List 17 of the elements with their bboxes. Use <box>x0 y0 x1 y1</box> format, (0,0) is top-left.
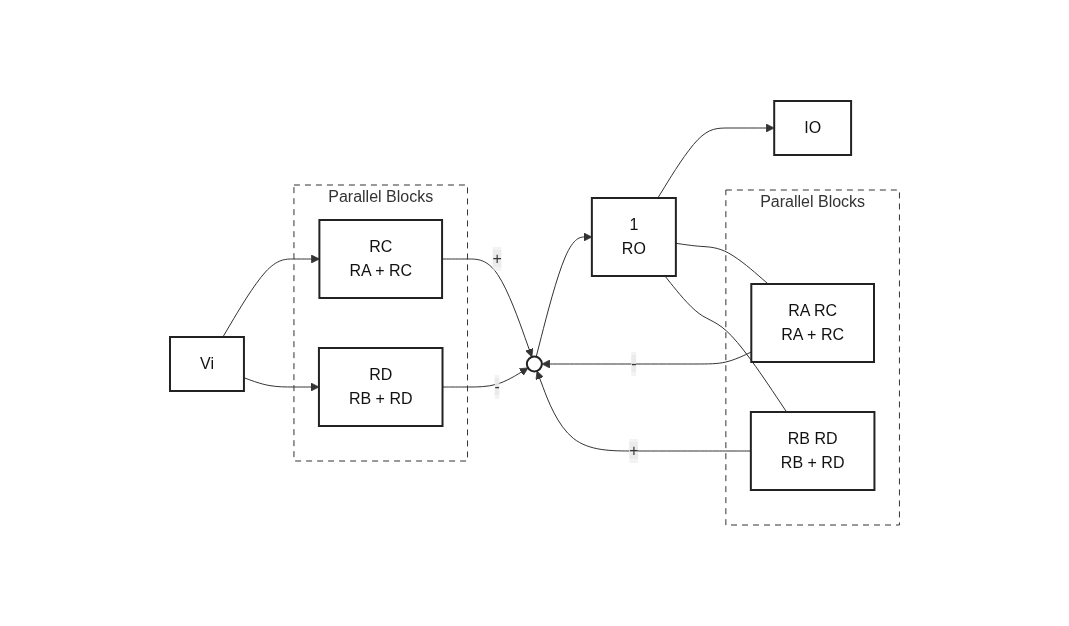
arrow <box>541 351 752 369</box>
node-box: RC RA + RC <box>318 219 443 299</box>
edge-label: + <box>492 250 502 267</box>
node-box: IO <box>773 100 852 156</box>
edge-label: + <box>628 442 639 459</box>
node-circle <box>525 355 543 373</box>
node-box: RD RB + RD <box>317 347 444 427</box>
node-box: Vi <box>168 336 245 392</box>
connector <box>664 275 787 413</box>
arrow <box>441 258 534 358</box>
connector <box>675 242 769 285</box>
node-box: RA RC RA + RC <box>750 283 875 363</box>
edge-label: - <box>494 378 500 395</box>
arrow <box>222 254 320 338</box>
edge-label: - <box>630 355 637 372</box>
node-box: RB RD RB + RD <box>749 411 876 491</box>
node-box: 1 RO <box>590 197 677 277</box>
